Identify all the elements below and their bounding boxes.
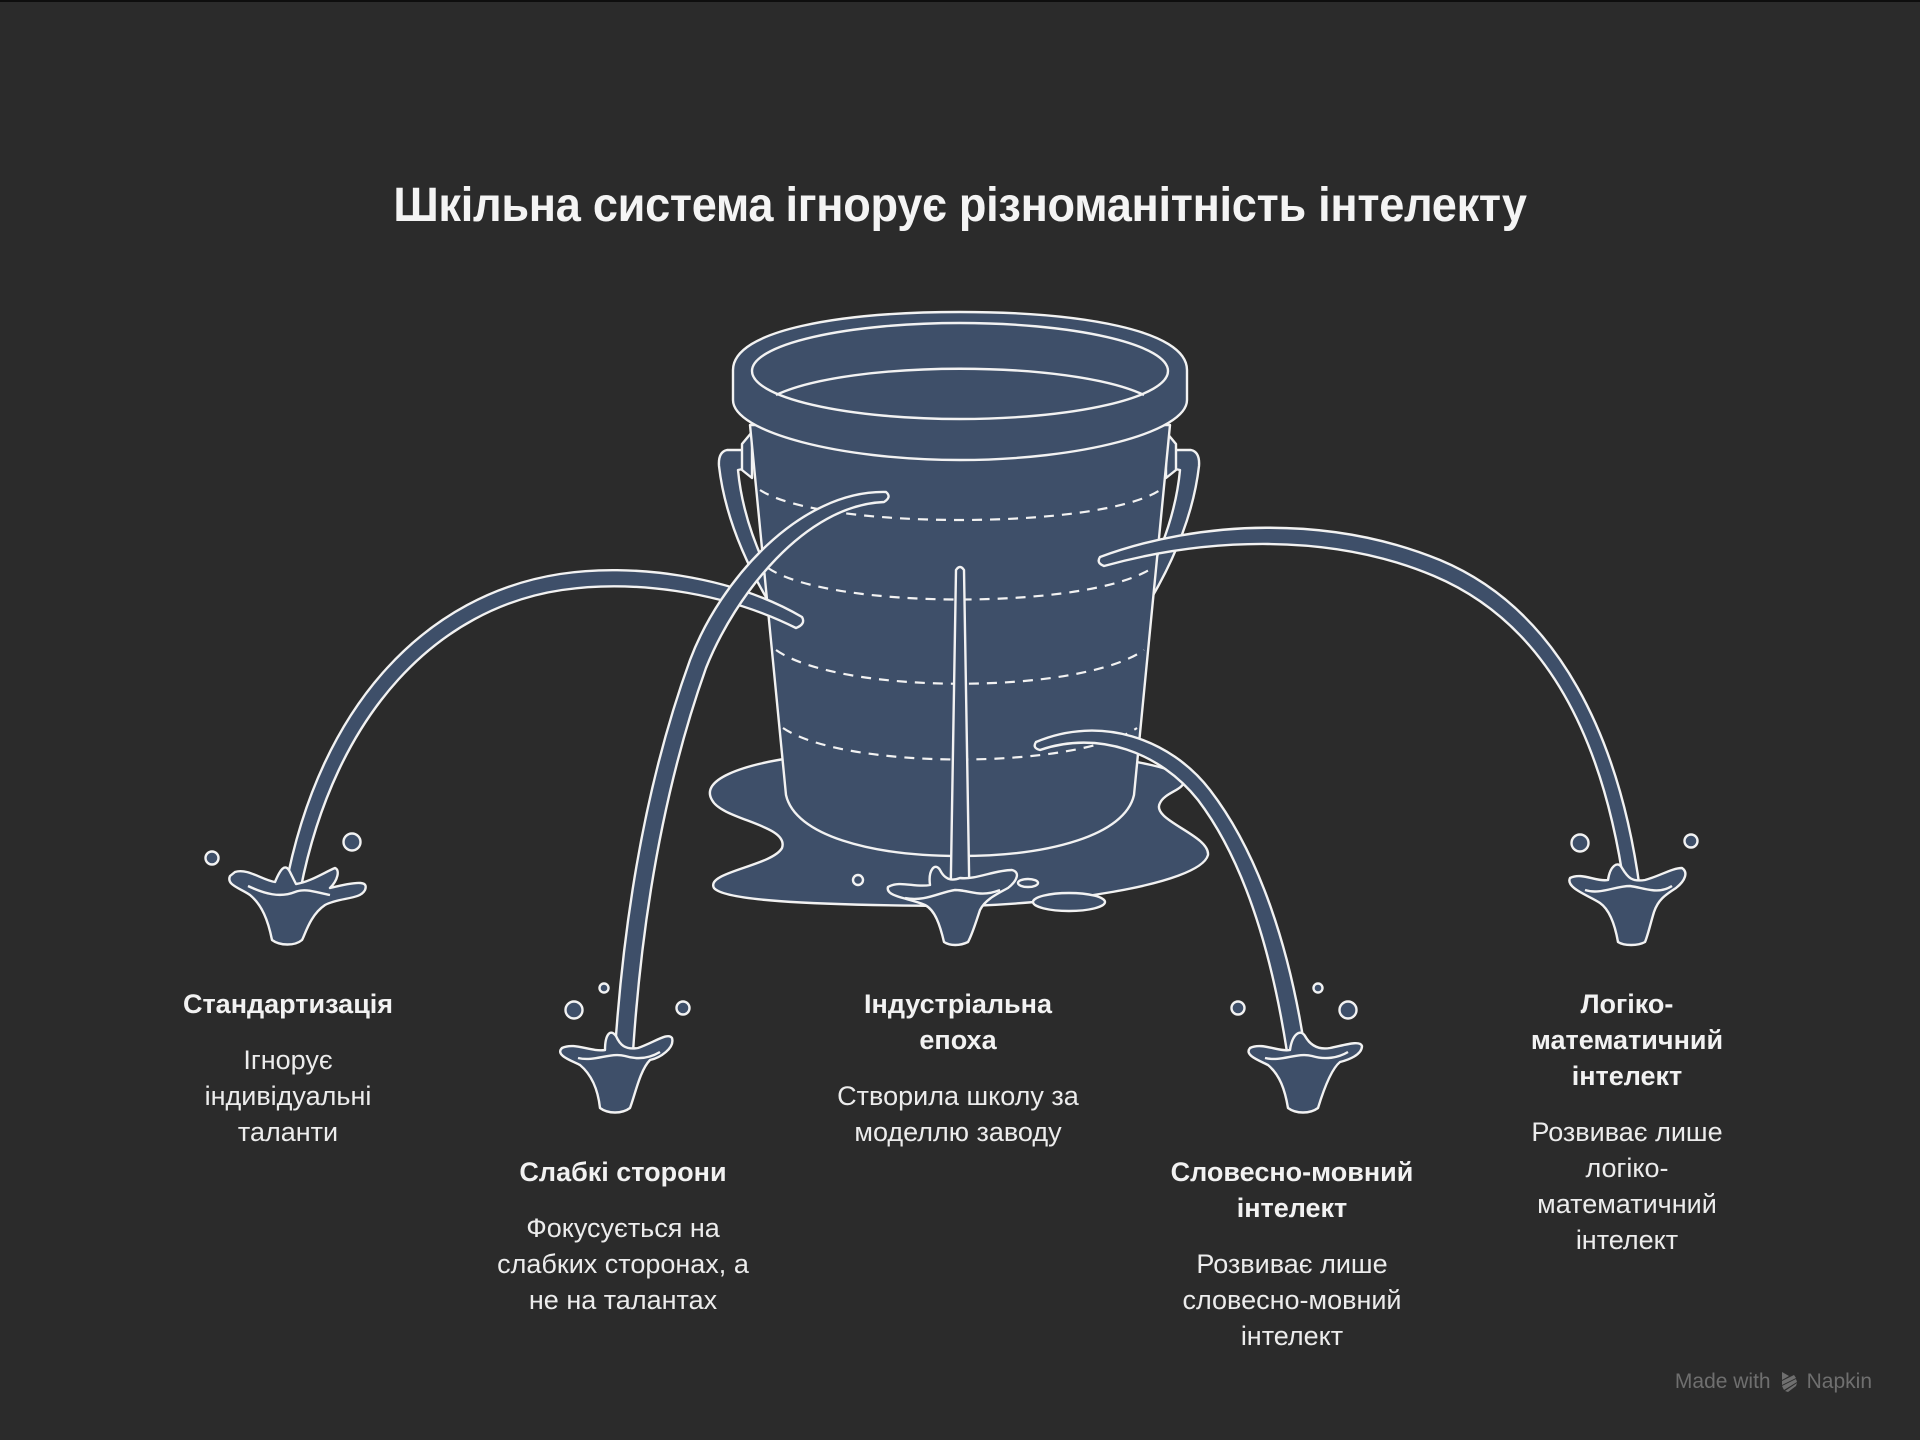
item-heading: Словесно-мовний інтелект <box>1170 1157 1414 1223</box>
splash-industrial <box>886 865 1019 947</box>
item-heading: Логіко-математичний інтелект <box>1530 989 1724 1091</box>
puddle-drop <box>1016 877 1040 889</box>
item-logical-intelligence: Логіко-математичний інтелект Розвиває ли… <box>1477 986 1777 1258</box>
bucket-rim <box>731 310 1189 462</box>
item-description: Створила школу за моделлю заводу <box>837 1081 1079 1147</box>
item-description: Фокусується на слабких сторонах, а не на… <box>497 1213 749 1315</box>
stream-logical <box>1097 526 1642 894</box>
stream-weaknesses <box>613 490 890 1054</box>
napkin-logo-icon <box>1781 1372 1797 1392</box>
bucket-rim-inner <box>750 321 1170 421</box>
bucket-ring <box>767 567 1153 601</box>
item-heading: Слабкі сторони <box>519 1157 727 1187</box>
watermark-brand: Napkin <box>1806 1370 1872 1393</box>
item-verbal-intelligence: Словесно-мовний інтелект Розвиває лише с… <box>1142 1154 1442 1354</box>
splash-verbal <box>1230 982 1364 1114</box>
bucket-water-line <box>775 367 1145 397</box>
item-description: Розвиває лише словесно-мовний інтелект <box>1182 1249 1402 1351</box>
bubble <box>851 873 865 887</box>
top-border <box>0 0 1920 2</box>
item-standardization: Стандартизація Ігнорує індивідуальні тал… <box>138 986 438 1150</box>
item-heading: Індустріальна епоха <box>864 989 1052 1055</box>
splash-logical <box>1568 833 1699 947</box>
puddle-drop <box>1031 891 1107 913</box>
item-heading: Стандартизація <box>182 989 394 1019</box>
bucket-ring <box>759 489 1161 522</box>
watermark-prefix: Made with <box>1674 1370 1771 1393</box>
item-description: Ігнорує індивідуальні таланти <box>204 1045 372 1147</box>
item-weaknesses: Слабкі сторони Фокусується на слабких ст… <box>473 1154 773 1318</box>
stream-verbal <box>1033 729 1307 1054</box>
splash-weaknesses <box>559 982 691 1114</box>
handle-mount-left <box>740 430 754 480</box>
item-description: Розвиває лише логіко-математичний інтеле… <box>1531 1117 1723 1255</box>
stream-industrial <box>948 565 972 932</box>
splash-standardization <box>204 832 367 946</box>
page-title: Шкільна система ігнорує різноманітність … <box>393 179 1527 232</box>
item-industrial-era: Індустріальна епоха Створила школу за мо… <box>808 986 1108 1150</box>
made-with-napkin-watermark[interactable]: Made with Napkin <box>1675 1370 1872 1394</box>
